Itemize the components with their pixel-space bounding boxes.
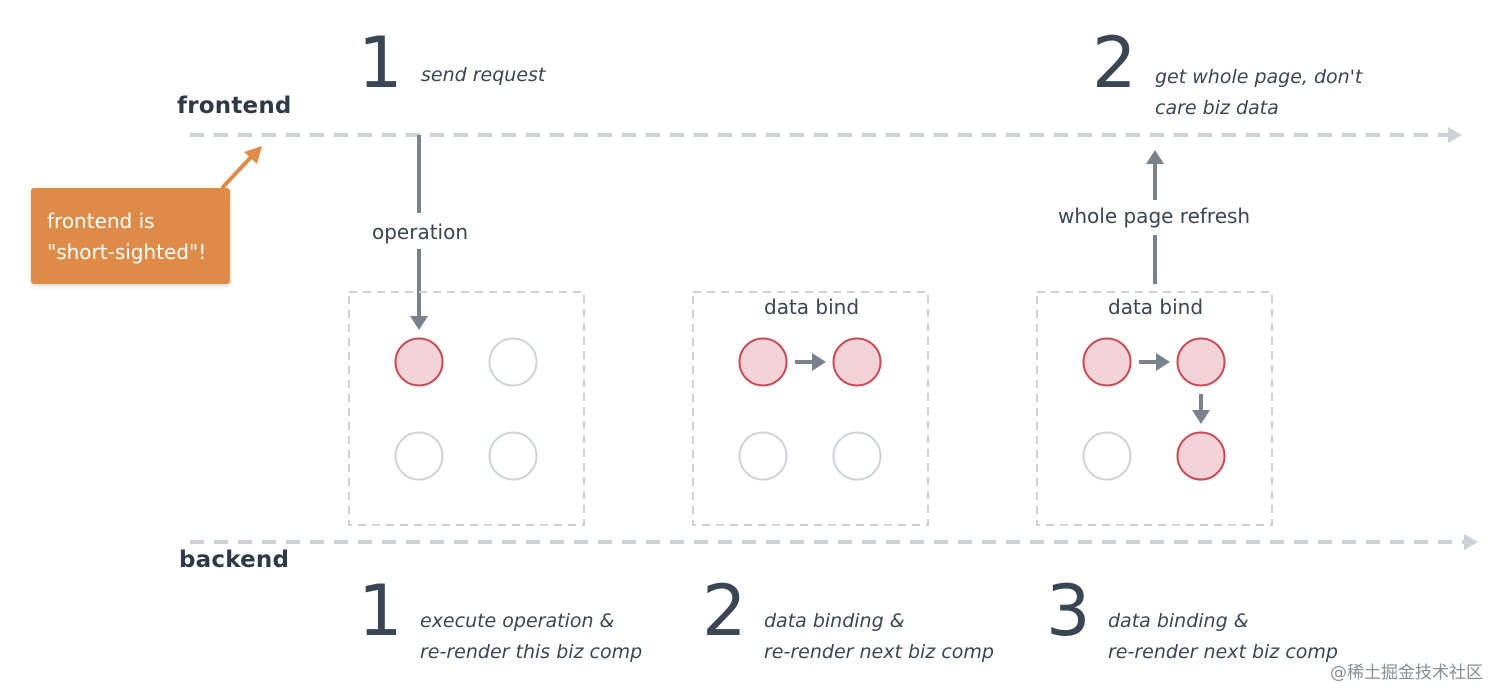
watermark: @稀土掘金技术社区 [1330, 663, 1483, 683]
box1-component-top-right [488, 337, 538, 387]
frontend-step-1-note: send request [421, 60, 545, 91]
short-sighted-callout: frontend is "short-sighted"! [31, 188, 230, 284]
backend-step-2-line-2: re-render next biz comp [764, 641, 994, 663]
callout-line-1: frontend is [47, 209, 155, 233]
box3-component-top-right [1176, 337, 1226, 387]
box1-component-bottom-left [394, 431, 444, 481]
box1-component-top-left [394, 337, 444, 387]
callout-text: frontend is "short-sighted"! [47, 206, 206, 268]
backend-step-1-line-2: re-render this biz comp [420, 641, 643, 663]
callout-line-2: "short-sighted"! [47, 240, 207, 264]
box3-component-bottom-right [1176, 431, 1226, 481]
box2-component-bottom-right [832, 431, 882, 481]
frontend-lane-label: frontend [177, 93, 292, 119]
frontend-step-1-number: 1 [358, 22, 403, 104]
frontend-step-2-note: get whole page, don't care biz data [1155, 62, 1362, 124]
operation-label: operation [372, 220, 469, 244]
backend-step-1-number: 1 [358, 570, 403, 652]
backend-step-2-line-1: data binding & [764, 610, 905, 632]
backend-lane-label: backend [179, 547, 290, 573]
box3-component-top-left [1082, 337, 1132, 387]
frontend-step-2-line-2: care biz data [1155, 97, 1279, 119]
callout-pointer-line [220, 154, 254, 190]
box3-component-bottom-left [1082, 431, 1132, 481]
component-box-1 [348, 291, 585, 526]
frontend-timeline-arrowhead [1448, 127, 1462, 143]
frontend-step-1-line-1: send request [421, 64, 546, 86]
component-box-2 [692, 291, 929, 526]
box-3-title: data bind [1108, 295, 1204, 319]
backend-step-3-line-2: re-render next biz comp [1108, 641, 1338, 663]
operation-connector-arrowhead [410, 316, 428, 330]
backend-step-1-line-1: execute operation & [420, 610, 615, 632]
box2-bind-arrowhead [812, 353, 826, 371]
backend-step-2-number: 2 [702, 570, 747, 652]
backend-step-2-note: data binding & re-render next biz comp [764, 606, 994, 668]
backend-step-1-note: execute operation & re-render this biz c… [420, 606, 642, 668]
refresh-connector-arrowhead [1146, 150, 1164, 164]
box2-component-top-right [832, 337, 882, 387]
component-box-3 [1036, 291, 1273, 526]
backend-timeline-arrowhead [1464, 534, 1478, 550]
box3-bind-arrowhead-vertical [1192, 410, 1210, 424]
box3-bind-arrowhead-horizontal [1156, 353, 1170, 371]
box1-component-bottom-right [488, 431, 538, 481]
box2-component-top-left [738, 337, 788, 387]
whole-page-refresh-label: whole page refresh [1058, 204, 1251, 228]
backend-step-3-line-1: data binding & [1108, 610, 1249, 632]
box2-component-bottom-left [738, 431, 788, 481]
backend-step-3-note: data binding & re-render next biz comp [1108, 606, 1338, 668]
box-2-title: data bind [764, 295, 860, 319]
frontend-step-2-number: 2 [1092, 22, 1137, 104]
frontend-step-2-line-1: get whole page, don't [1155, 66, 1363, 88]
backend-step-3-number: 3 [1046, 570, 1091, 652]
callout-pointer-arrowhead [244, 146, 262, 164]
